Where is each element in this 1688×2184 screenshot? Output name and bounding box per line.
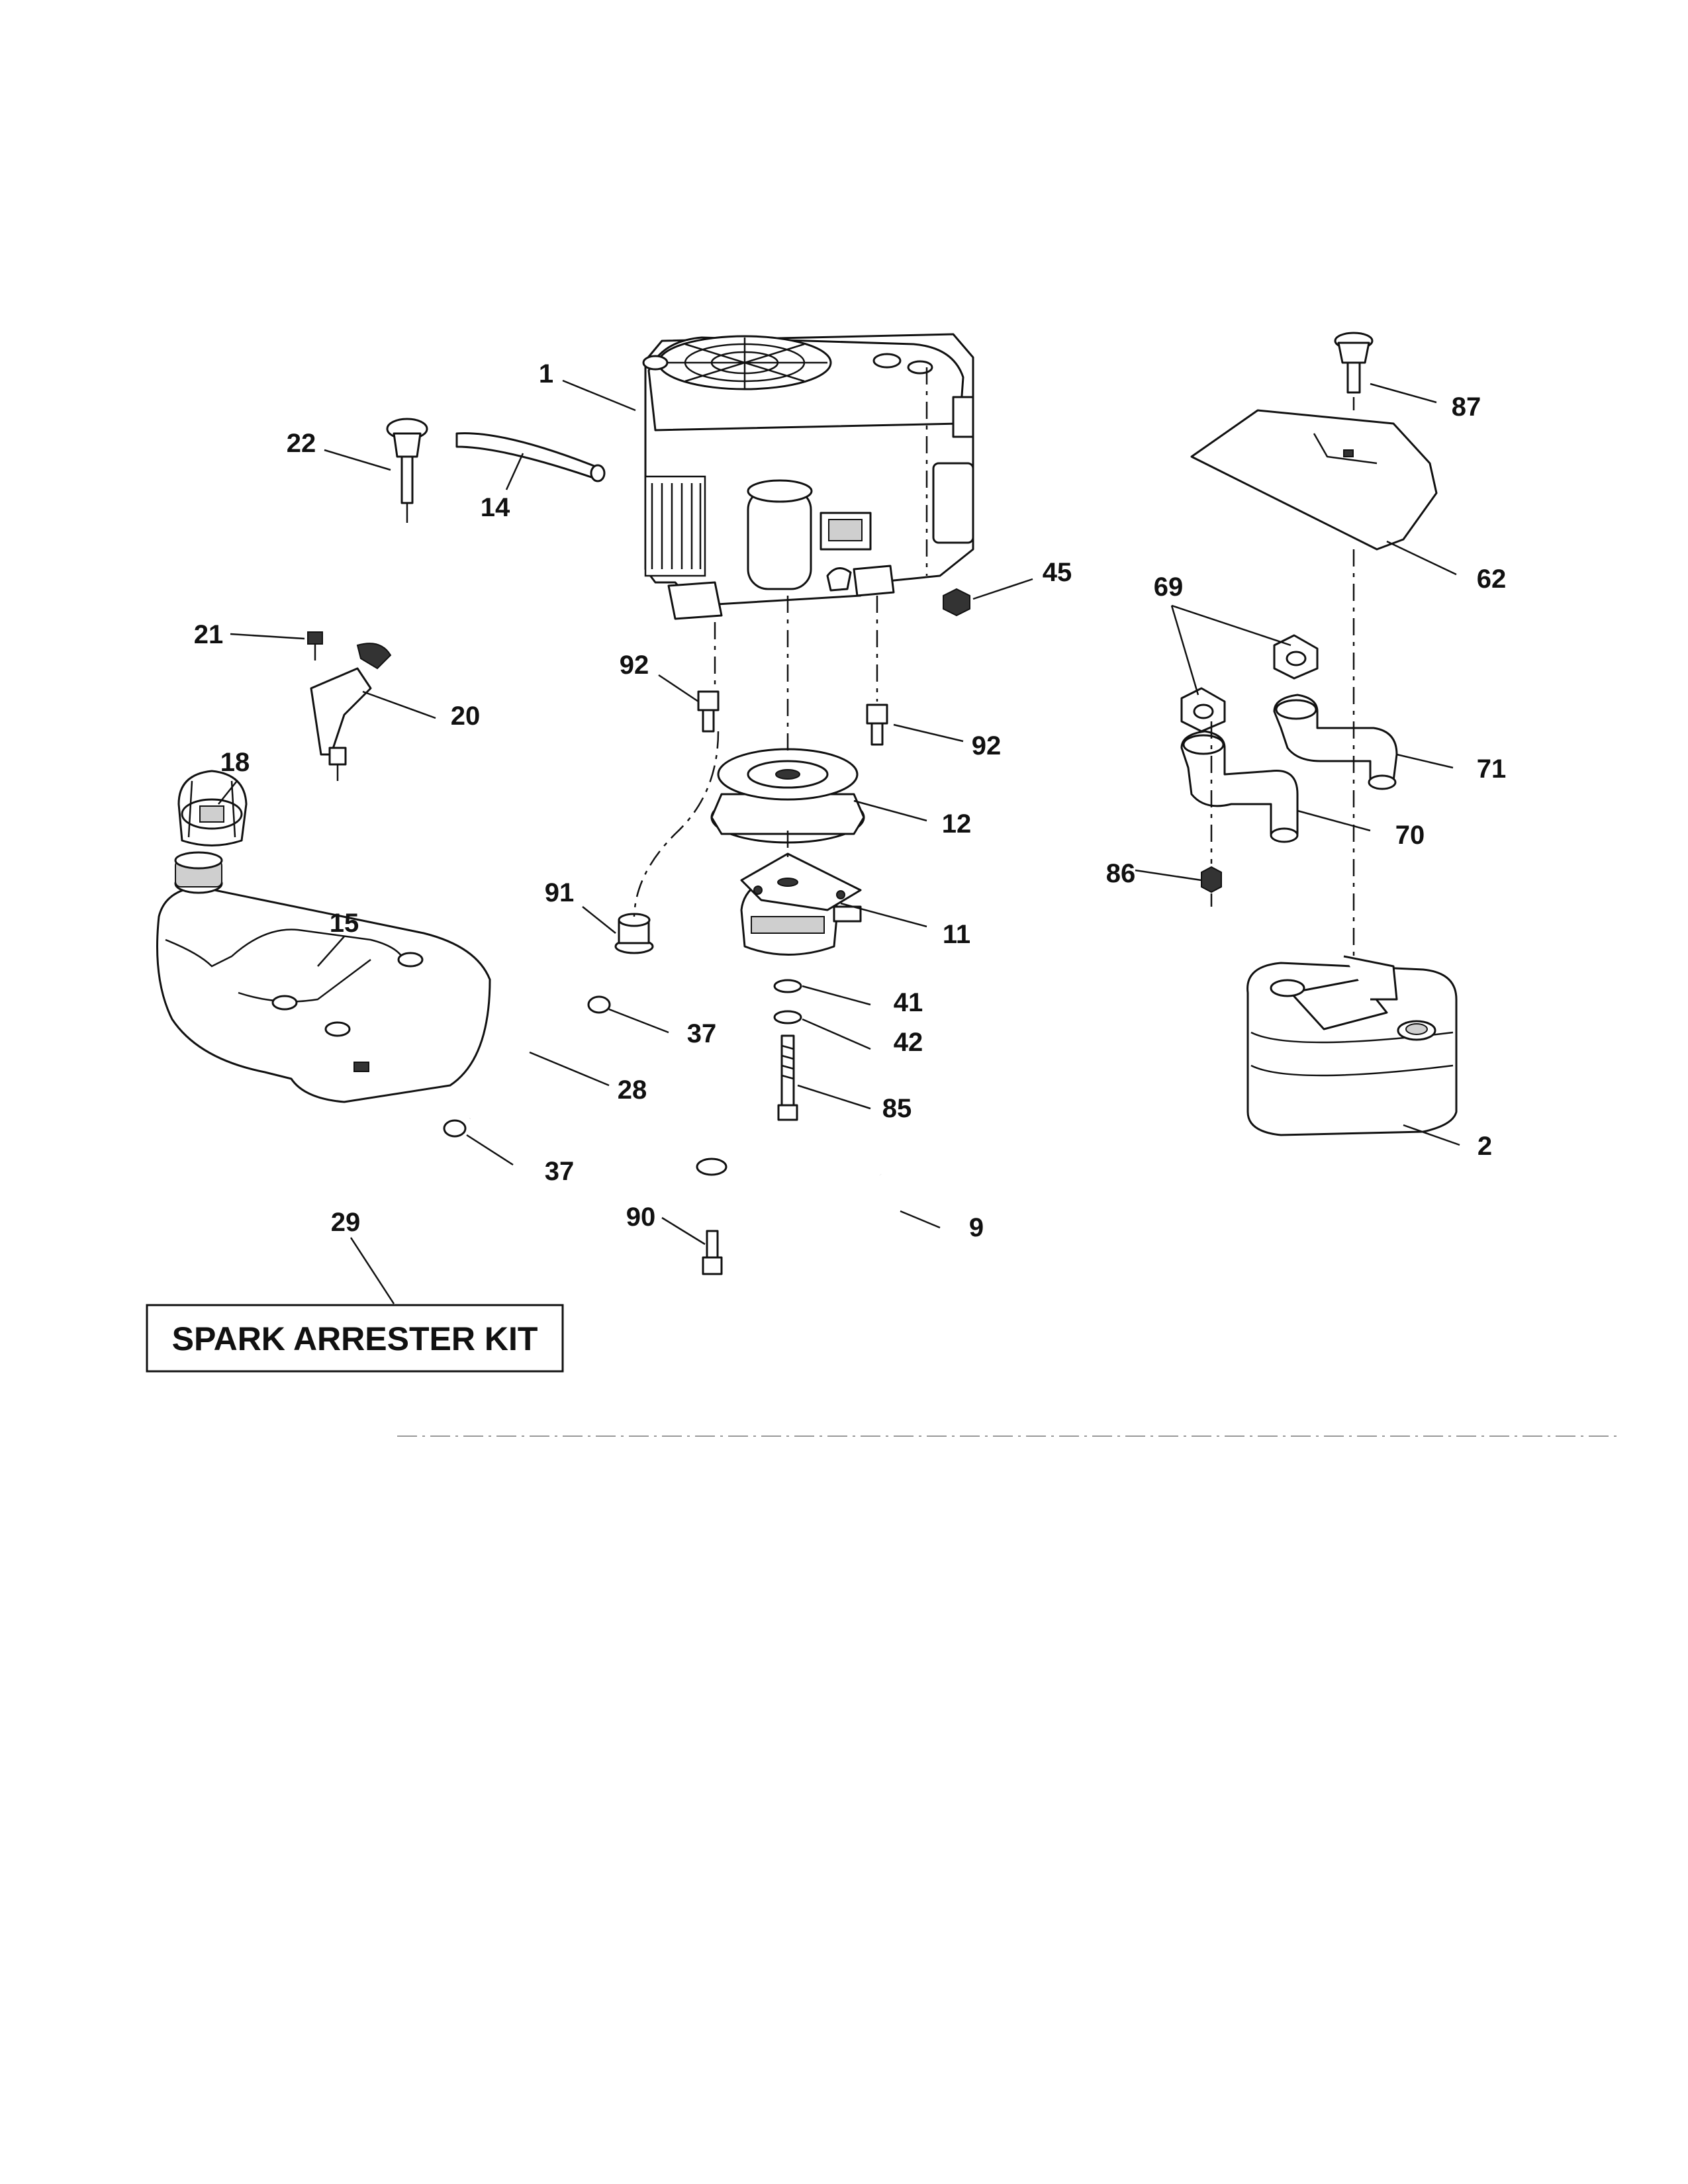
callout-42: 42 [894, 1028, 923, 1057]
callout-37-lower: 37 [545, 1157, 575, 1186]
leader-lines [218, 379, 1460, 1304]
callout-12: 12 [942, 809, 972, 839]
callout-20: 20 [451, 702, 481, 731]
callout-69: 69 [1154, 572, 1184, 602]
bolt-part-left [697, 690, 720, 733]
hose-clamp-part-lower [443, 1119, 467, 1138]
callout-9: 9 [969, 1213, 984, 1242]
electric-clutch-part [740, 852, 862, 956]
callout-18: 18 [220, 748, 250, 777]
callout-92-right: 92 [972, 731, 1002, 760]
gasket-part-lower [1180, 687, 1226, 733]
callout-14: 14 [481, 493, 510, 522]
pulley-part [710, 748, 865, 844]
gasket-part-upper [1273, 634, 1319, 680]
callout-37-upper: 37 [687, 1019, 717, 1048]
callout-15: 15 [330, 909, 359, 938]
washer-part-41 [773, 979, 802, 993]
spark-arrester-kit-label: SPARK ARRESTER KIT [172, 1320, 538, 1357]
callout-41: 41 [894, 988, 923, 1017]
shoulder-screw-part [1334, 332, 1374, 394]
callout-91: 91 [545, 878, 575, 907]
callout-2: 2 [1477, 1132, 1492, 1161]
screen-mesh-icon [662, 338, 827, 389]
callout-90: 90 [626, 1203, 656, 1232]
throttle-control-part [310, 643, 392, 781]
callout-11: 11 [943, 920, 970, 949]
hose-part [455, 432, 600, 481]
callout-1: 1 [539, 359, 553, 388]
muffler-part [1246, 955, 1458, 1136]
bolt-part-right [866, 704, 888, 746]
nut-part [943, 588, 970, 617]
fuel-tank-part [156, 851, 491, 1103]
hex-nut-part [1201, 866, 1222, 893]
engine-part [642, 333, 974, 620]
spark-arrester-kit-box [146, 1304, 564, 1373]
screw-part [307, 631, 323, 660]
dipstick-part [386, 418, 428, 523]
callout-22: 22 [287, 429, 316, 458]
callout-29: 29 [331, 1208, 361, 1237]
hose-clamp-part-upper [587, 995, 611, 1014]
exhaust-pipe-part-71 [1273, 694, 1398, 790]
callout-87: 87 [1452, 392, 1481, 422]
bolt-part-90 [702, 1230, 723, 1275]
heat-shield-part [1190, 409, 1438, 551]
rod-part [696, 1158, 936, 1294]
exhaust-pipe-part-70 [1180, 730, 1299, 843]
callout-21: 21 [194, 620, 224, 649]
callout-45: 45 [1043, 558, 1072, 587]
callout-28: 28 [618, 1075, 647, 1105]
callout-85: 85 [882, 1094, 912, 1123]
callout-86: 86 [1106, 859, 1136, 888]
long-bolt-part [777, 1034, 798, 1121]
callout-62: 62 [1477, 565, 1507, 594]
callout-70: 70 [1395, 821, 1425, 850]
callout-71: 71 [1477, 754, 1507, 784]
washer-part-42 [773, 1010, 802, 1024]
callout-92-left: 92 [620, 651, 649, 680]
spacer-part [614, 913, 654, 954]
